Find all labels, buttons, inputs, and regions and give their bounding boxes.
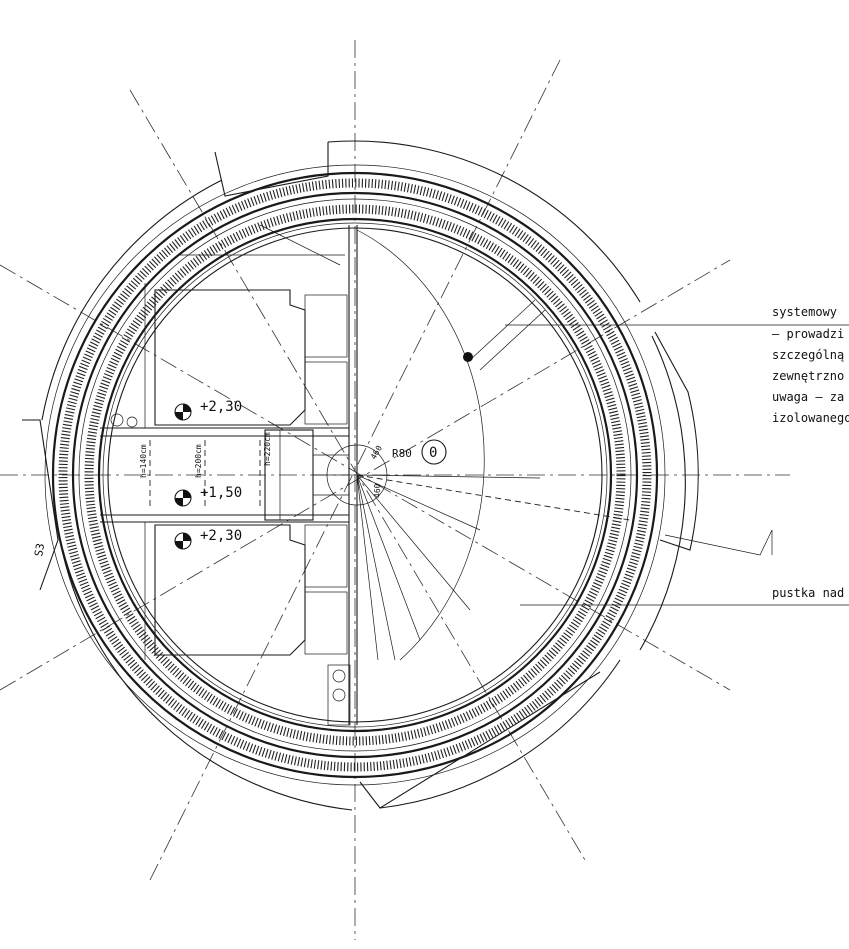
- outer-panels: [22, 140, 699, 811]
- note-line-2: – prowadzi: [772, 327, 844, 341]
- note-line-1: systemowy: [772, 305, 837, 319]
- void-fan: [326, 229, 631, 661]
- radius-label: R80: [392, 447, 412, 460]
- note-void: pustka nad: [772, 586, 844, 600]
- note-line-3: szczególną: [772, 348, 844, 362]
- note-line-6: izolowanego: [772, 411, 849, 425]
- note-line-4: zewnętrzno: [772, 369, 844, 383]
- note-block: systemowy – prowadzi szczególną zewnętrz…: [772, 305, 849, 600]
- level-label-bottom: +2,30: [200, 528, 242, 544]
- angle-label-2: 460: [373, 483, 382, 498]
- note-line-5: uwaga – za: [772, 390, 844, 404]
- bed-bottom: [144, 522, 348, 660]
- dimension-labels: h=140cm h=200cm h=220cm 460 460: [139, 432, 384, 498]
- circle-tag: 0: [429, 445, 437, 461]
- level-labels: +2,30 +1,50 +2,30: [200, 399, 242, 544]
- dim-h140: h=140cm: [139, 444, 148, 478]
- radius-callout: R80 0: [392, 439, 447, 465]
- stair: [149, 429, 349, 521]
- level-label-top: +2,30: [200, 399, 242, 415]
- utility-symbols: [110, 413, 351, 726]
- dim-h220: h=220cm: [263, 432, 272, 466]
- leader-lines: [505, 324, 849, 606]
- level-label-middle: +1,50: [200, 485, 242, 501]
- level-markers: [174, 403, 192, 550]
- dim-h200: h=200cm: [194, 444, 203, 478]
- bed-top: [144, 283, 348, 428]
- wall-tag: S3: [32, 542, 47, 557]
- wall-rings: [44, 164, 666, 786]
